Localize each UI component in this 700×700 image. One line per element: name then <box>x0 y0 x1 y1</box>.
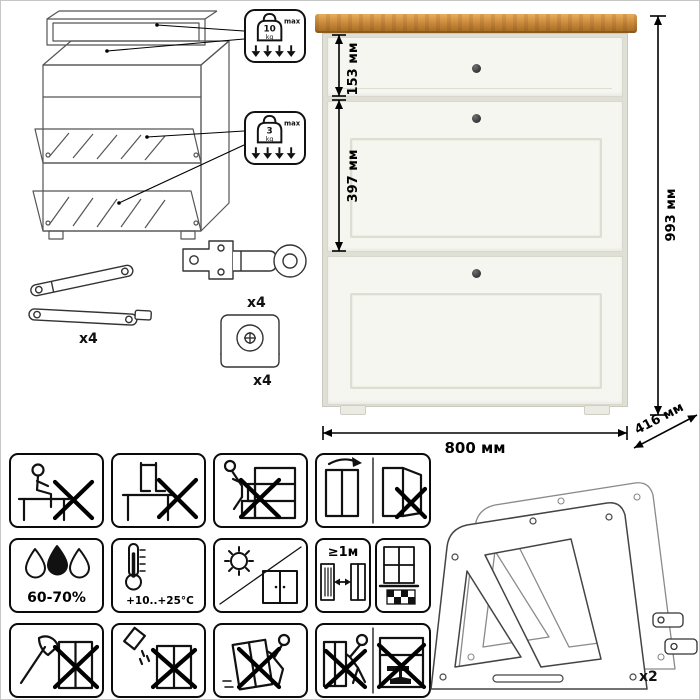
svg-text:kg: kg <box>266 33 274 41</box>
pictogram-ventilation-window <box>375 538 431 613</box>
cabinet-drawer-front <box>327 37 623 97</box>
cabinet-foot-left <box>340 405 366 415</box>
middle-flap-knob <box>472 114 481 123</box>
svg-text:+10..+25°С: +10..+25°С <box>126 595 194 607</box>
temperature-icon: +10..+25°С <box>125 543 194 607</box>
weight-3kg-icon: 3 kg max <box>251 114 301 160</box>
pictogram-no-direct-sunlight <box>213 538 308 613</box>
door-swing-warning-icon <box>324 457 428 524</box>
cabinet-flap-middle <box>327 101 623 252</box>
weight-10kg-icon: 10 kg max <box>251 12 301 58</box>
svg-text:≥1м: ≥1м <box>328 545 359 560</box>
pictogram-no-climbing <box>213 453 308 528</box>
no-sharp-tools-icon <box>19 635 100 690</box>
bottom-flap-knob <box>472 269 481 278</box>
no-climbing-icon <box>223 459 297 520</box>
lid-stay-hardware-icon <box>28 264 152 326</box>
pictogram-no-sharp-tools <box>9 623 104 698</box>
cabinet-wood-top <box>315 14 637 33</box>
svg-text:max: max <box>284 120 301 128</box>
hinge-qty-label: x4 <box>247 295 266 311</box>
cabinet-wireframe-drawing <box>32 10 245 240</box>
bracket-parts-icon <box>652 612 698 655</box>
heater-distance-icon: ≥1м <box>320 545 366 601</box>
cabinet-body <box>322 33 628 407</box>
cabinet-flap-bottom <box>327 256 623 405</box>
drawer-knob <box>472 64 481 73</box>
pictogram-humidity: 60-70% <box>9 538 104 613</box>
svg-text:3: 3 <box>267 127 273 137</box>
svg-text:max: max <box>284 18 301 26</box>
no-direct-sunlight-icon <box>219 546 302 605</box>
cabinet-render: 153 мм 397 мм 993 мм 800 мм 416 мм <box>301 1 699 461</box>
svg-text:10: 10 <box>263 25 275 35</box>
pictogram-no-standing <box>111 453 206 528</box>
dimension-overlay: 153 мм 397 мм 993 мм 800 мм 416 мм <box>322 15 698 457</box>
pictogram-temperature: +10..+25°С <box>111 538 206 613</box>
side-panel-drawing <box>430 482 698 690</box>
dim-overall-width-label: 800 мм <box>444 439 505 457</box>
middle-flap-frame <box>350 138 602 238</box>
humidity-icon: 60-70% <box>25 545 90 606</box>
svg-text:kg: kg <box>266 135 274 143</box>
flap-weight-limit-badge: 3 kg max <box>244 111 306 165</box>
dim-overall-depth-label: 416 мм <box>632 400 686 438</box>
pictogram-door-swing-warning <box>315 453 431 528</box>
drawer-groove <box>338 88 612 89</box>
pictogram-no-dragging <box>213 623 308 698</box>
mounting-plate-hardware-icon <box>220 314 280 368</box>
hinge-hardware-icon <box>182 240 307 280</box>
pictogram-no-liquids <box>111 623 206 698</box>
no-dragging-icon <box>222 633 291 691</box>
dim-overall-height-label: 993 мм <box>664 189 679 242</box>
pictogram-heater-distance: ≥1м <box>315 538 371 613</box>
mounting-plate-qty-label: x4 <box>253 373 272 389</box>
no-sitting-icon <box>17 463 95 522</box>
dim-flap-height-label: 397 мм <box>346 150 361 203</box>
bottom-flap-frame <box>350 293 602 389</box>
lid-stay-qty-label: x4 <box>79 331 98 347</box>
dim-drawer-height-label: 153 мм <box>346 43 361 96</box>
svg-text:60-70%: 60-70% <box>27 590 86 606</box>
drawer-weight-limit-badge: 10 kg max <box>244 9 306 63</box>
no-liquids-icon <box>123 626 198 690</box>
cabinet-foot-right <box>584 405 610 415</box>
pictogram-no-push-no-overload <box>315 623 431 698</box>
side-panel-qty-label: x2 <box>639 669 658 685</box>
no-heavy-load-icon <box>322 627 427 694</box>
ventilation-window-icon <box>378 546 420 605</box>
pictogram-no-sitting <box>9 453 104 528</box>
no-standing-icon <box>121 461 199 522</box>
